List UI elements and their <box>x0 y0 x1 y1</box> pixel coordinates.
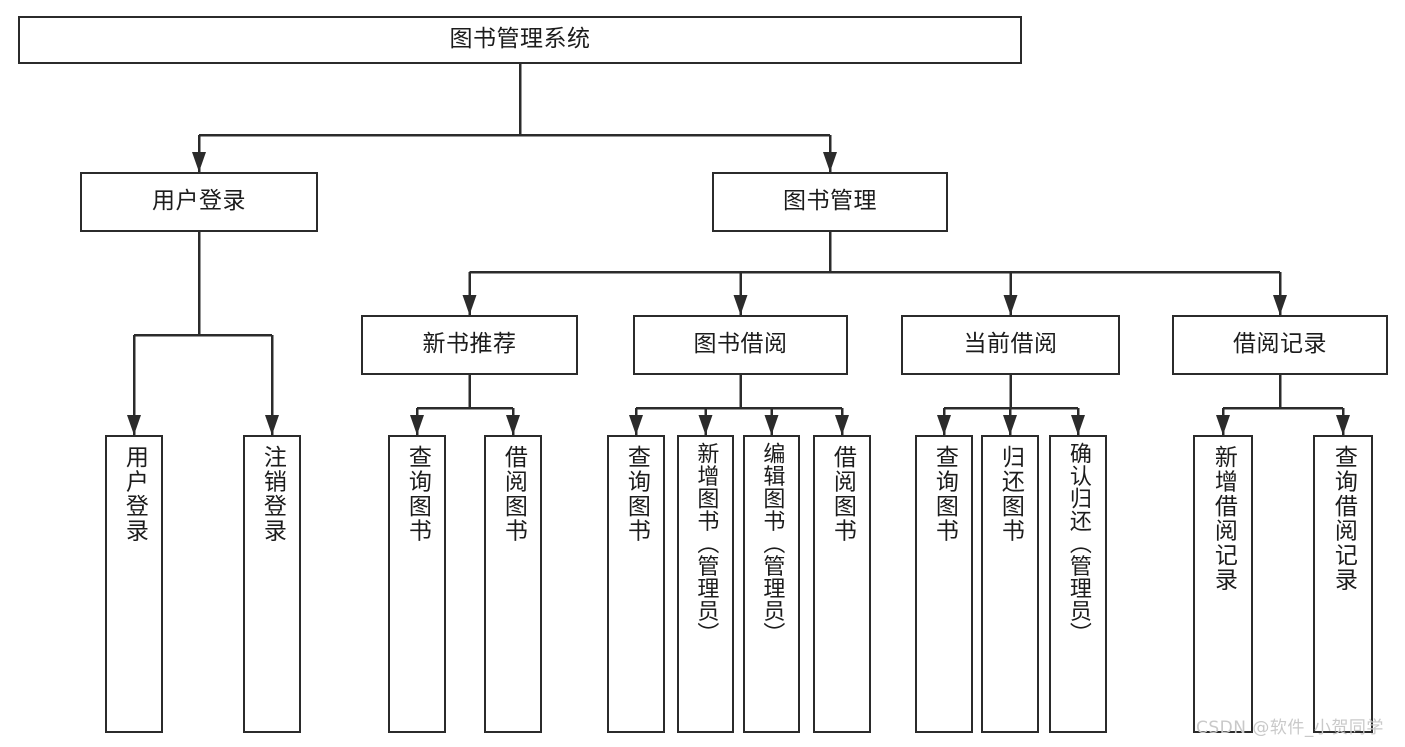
node-leaf-query-book[interactable]: 查询图书 <box>607 435 665 733</box>
node-leaf-user-login[interactable]: 用户登录 <box>105 435 163 733</box>
node-leaf-borrow-book[interactable]: 借阅图书 <box>813 435 871 733</box>
node-leaf-query-book-rec[interactable]: 查询图书 <box>388 435 446 733</box>
node-label-book-borrow: 图书借阅 <box>693 331 788 358</box>
node-leaf-add-book[interactable]: 新增图书（管理员） <box>677 435 734 733</box>
node-label-borrow-record: 借阅记录 <box>1233 331 1327 358</box>
node-label-user-login: 用户登录 <box>152 188 246 215</box>
node-book-borrow[interactable]: 图书借阅 <box>633 315 848 375</box>
node-label-leaf-user-login: 用户登录 <box>121 445 148 543</box>
node-label-root: 图书管理系统 <box>449 26 591 53</box>
node-new-book-rec[interactable]: 新书推荐 <box>361 315 578 375</box>
node-leaf-query-record[interactable]: 查询借阅记录 <box>1313 435 1373 733</box>
node-leaf-confirm-return[interactable]: 确认归还（管理员） <box>1049 435 1107 733</box>
node-leaf-edit-book[interactable]: 编辑图书（管理员） <box>743 435 800 733</box>
node-label-leaf-add-book: 新增图书（管理员） <box>693 442 719 645</box>
node-leaf-logout[interactable]: 注销登录 <box>243 435 301 733</box>
node-label-leaf-confirm-return: 确认归还（管理员） <box>1065 442 1091 645</box>
node-leaf-return-book[interactable]: 归还图书 <box>981 435 1039 733</box>
node-label-leaf-query-book-rec: 查询图书 <box>404 445 431 543</box>
node-label-leaf-return-book: 归还图书 <box>997 445 1024 543</box>
node-label-leaf-edit-book: 编辑图书（管理员） <box>759 442 785 645</box>
node-user-login[interactable]: 用户登录 <box>80 172 318 232</box>
node-leaf-borrow-book-rec[interactable]: 借阅图书 <box>484 435 542 733</box>
node-label-leaf-query-book-cur: 查询图书 <box>931 445 958 543</box>
node-root[interactable]: 图书管理系统 <box>18 16 1022 64</box>
watermark-text: CSDN @软件_小贺同学 <box>1196 718 1384 738</box>
node-book-manage[interactable]: 图书管理 <box>712 172 948 232</box>
node-borrow-record[interactable]: 借阅记录 <box>1172 315 1388 375</box>
node-label-leaf-query-record: 查询借阅记录 <box>1330 445 1357 592</box>
node-current-borrow[interactable]: 当前借阅 <box>901 315 1120 375</box>
node-leaf-add-record[interactable]: 新增借阅记录 <box>1193 435 1253 733</box>
node-leaf-query-book-cur[interactable]: 查询图书 <box>915 435 973 733</box>
node-label-leaf-logout: 注销登录 <box>259 445 286 543</box>
node-label-leaf-borrow-book-rec: 借阅图书 <box>500 445 527 543</box>
node-label-new-book-rec: 新书推荐 <box>422 331 517 358</box>
node-label-current-borrow: 当前借阅 <box>963 331 1058 358</box>
node-label-leaf-query-book: 查询图书 <box>623 445 650 543</box>
node-label-leaf-borrow-book: 借阅图书 <box>829 445 856 543</box>
node-label-book-manage: 图书管理 <box>783 188 877 215</box>
node-label-leaf-add-record: 新增借阅记录 <box>1210 445 1237 592</box>
